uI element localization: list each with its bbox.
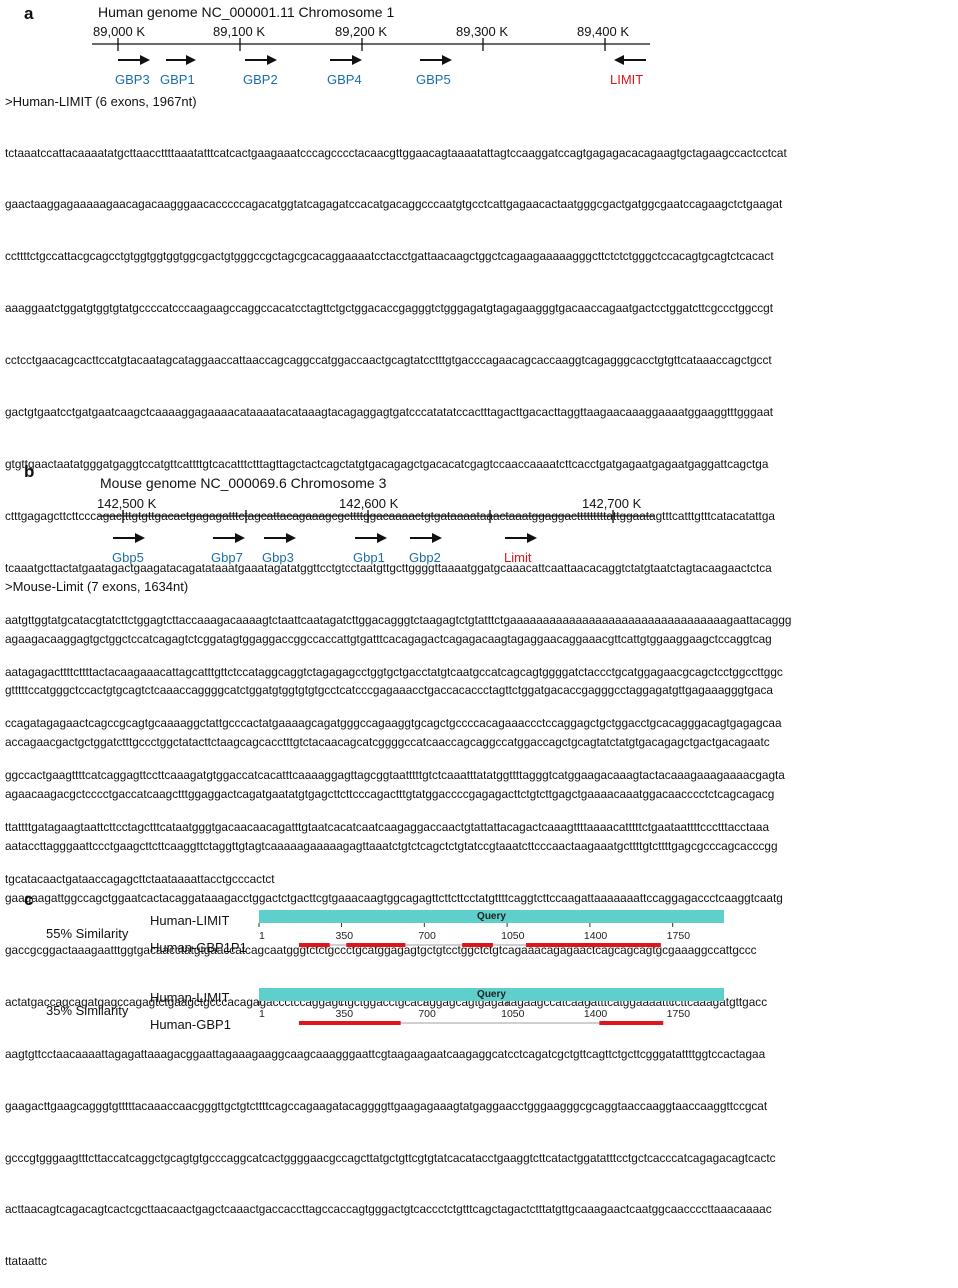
gene-arrow-gbp3 <box>264 533 296 543</box>
panel-letter-a: a <box>24 4 34 23</box>
gene-label-gbp5: Gbp5 <box>112 550 144 565</box>
gene-label-limit: Limit <box>504 550 532 565</box>
sequence-line: tcaaatgcttactatgaatagactgaagatacagatataa… <box>5 560 772 575</box>
axis-tick-number: 1400 <box>584 1008 608 1020</box>
similarity-label: 55% Similarity <box>46 926 129 941</box>
gene-label-limit: LIMIT <box>610 72 644 87</box>
panel-letter-c: c <box>24 890 34 909</box>
gene-arrow-limit <box>614 55 646 65</box>
sequence-line: aataccttagggaattccctgaagcttcttcaaggttcta… <box>5 839 778 854</box>
gene-label-gbp5: GBP5 <box>416 72 451 87</box>
sequence-line: aatagagacttttcttttactacaagaaacattagcattt… <box>5 664 783 679</box>
axis-tick-number: 700 <box>418 1008 436 1020</box>
alignment-hit-segment <box>346 943 406 947</box>
query-bar-label: Query <box>477 911 506 922</box>
alignment-hit-segment <box>526 943 661 947</box>
gene-label-gbp3: Gbp3 <box>262 550 294 565</box>
query-bar <box>259 988 724 1001</box>
sequence-line: gactgtgaatcctgatgaatcaagctcaaaaggagaaaac… <box>5 405 774 420</box>
sequence-line: ccttttctgccattacgcagcctgtggtggtggtggcgac… <box>5 249 774 264</box>
mouse-sequence-header: >Mouse-Limit (7 exons, 1634nt) <box>5 579 189 594</box>
axis-tick-label: 142,600 K <box>339 496 399 511</box>
gene-label-gbp2: Gbp2 <box>409 550 441 565</box>
sequence-line: cctcctgaacagcacttccatgtacaatagcataggaacc… <box>5 353 772 368</box>
axis-tick-label: 89,000 K <box>93 24 146 39</box>
sequence-line: gaactaaggagaaaaagaacagacaagggaacacccccag… <box>5 197 783 212</box>
query-name-label: Human-LIMIT <box>150 990 230 1005</box>
axis-tick-number: 1750 <box>667 930 691 942</box>
gene-arrow-gbp2 <box>410 533 442 543</box>
alignment-hit-segment <box>298 943 330 947</box>
sequence-line: tctaaatccattacaaaatatgcttaaccttttaaatatt… <box>5 145 787 160</box>
sequence-line: agaagacaaggagtgctggctccatcagagtctcggatag… <box>5 631 772 646</box>
gene-arrow-gbp3 <box>118 55 150 65</box>
gene-label-gbp4: GBP4 <box>327 72 362 87</box>
gene-label-gbp3: GBP3 <box>115 72 150 87</box>
sequence-line: ttataattc <box>5 1254 47 1269</box>
gene-arrow-gbp1 <box>166 55 196 65</box>
alignment-hit-segment <box>599 1021 664 1025</box>
gene-label-gbp7: Gbp7 <box>211 550 243 565</box>
human-chromosome-track <box>92 38 650 65</box>
human-genome-title: Human genome NC_000001.11 Chromosome 1 <box>98 4 395 20</box>
alignment-hit-segment <box>462 943 493 947</box>
sequence-line: gtttttccatgggctccactgtgcagtctcaaaccagggg… <box>5 683 773 698</box>
subject-name-label: Human-GBP1P1 <box>150 940 247 955</box>
query-bar <box>259 910 724 923</box>
axis-tick-number: 1400 <box>584 930 608 942</box>
sequence-line: ggccactgaagttttcatcaggagttccttcaaagatgtg… <box>5 768 785 783</box>
gene-label-gbp2: GBP2 <box>243 72 278 87</box>
gene-arrow-gbp5 <box>113 533 145 543</box>
alignment-hit-segment <box>298 1021 401 1025</box>
axis-tick-label: 89,400 K <box>577 24 630 39</box>
subject-name-label: Human-GBP1 <box>150 1017 231 1032</box>
query-name-label: Human-LIMIT <box>150 913 230 928</box>
axis-tick-number: 350 <box>336 1008 354 1020</box>
sequence-line: agaacaagacgctcccctgaccatcaagctttggaggact… <box>5 787 775 802</box>
mouse-chromosome-track <box>98 510 655 543</box>
sequence-line: ccagatagagaactcagccgcagtgcaaaaggctattgcc… <box>5 716 782 731</box>
axis-tick-label: 89,300 K <box>456 24 509 39</box>
axis-tick-label: 142,500 K <box>97 496 157 511</box>
similarity-label: 35% Similarity <box>46 1003 129 1018</box>
human-sequence-header: >Human-LIMIT (6 exons, 1967nt) <box>5 94 197 109</box>
sequence-line: acttaacagtcagacagtcactcgcttaacaactgagctc… <box>5 1202 772 1217</box>
sequence-line: gaagaagattggccagctggaatcactacaggataaagac… <box>5 891 783 906</box>
axis-tick-number: 1 <box>259 930 265 942</box>
axis-tick-label: 89,200 K <box>335 24 388 39</box>
axis-tick-number: 700 <box>418 930 436 942</box>
axis-tick-label: 142,700 K <box>582 496 642 511</box>
axis-tick-number: 1 <box>259 1008 265 1020</box>
gene-arrow-gbp1 <box>355 533 387 543</box>
gene-arrow-gbp2 <box>245 55 277 65</box>
gene-arrow-gbp7 <box>213 533 245 543</box>
gene-label-gbp1: Gbp1 <box>353 550 385 565</box>
sequence-line: aagtgttcctaacaaaattagagattaaagacggaattag… <box>5 1046 766 1061</box>
sequence-line: gcccgtgggaagtttcttaccatcaggctgcagtgtgccc… <box>5 1150 776 1165</box>
mouse-genome-title: Mouse genome NC_000069.6 Chromosome 3 <box>100 475 387 491</box>
query-bar-label: Query <box>477 989 506 1000</box>
sequence-line: gaagacttgaagcagggtgtttttacaaaccaacgggttg… <box>5 1098 768 1113</box>
gene-arrow-gbp4 <box>330 55 362 65</box>
axis-tick-number: 1050 <box>501 1008 525 1020</box>
axis-tick-number: 1050 <box>501 930 525 942</box>
sequence-line: aatgttggtatgcatacgtatcttctggagtcttaccaaa… <box>5 612 792 627</box>
sequence-line: accagaacgactgctggatctttgccctggctatacttct… <box>5 735 770 750</box>
human-sequence-block: tctaaatccattacaaaatatgcttaaccttttaaatatt… <box>5 110 791 906</box>
sequence-line: gtgttgaactaatatgggatgaggtccatgttcattttgt… <box>5 456 769 471</box>
sequence-line: ttattttgatagaagtaattcttcctagctttcataatgg… <box>5 820 770 835</box>
gene-label-gbp1: GBP1 <box>160 72 195 87</box>
axis-tick-label: 89,100 K <box>213 24 266 39</box>
gene-arrow-gbp5 <box>420 55 452 65</box>
gene-arrow-limit <box>505 533 537 543</box>
axis-tick-number: 1750 <box>667 1008 691 1020</box>
panel-letter-b: b <box>24 462 35 481</box>
sequence-line: aaaggaatctggatgtggtgtatgccccatcccaagaagc… <box>5 301 773 316</box>
axis-tick-number: 350 <box>336 930 354 942</box>
sequence-line: tgcatacaactgataaccagagcttctaataaaattacct… <box>5 872 275 887</box>
